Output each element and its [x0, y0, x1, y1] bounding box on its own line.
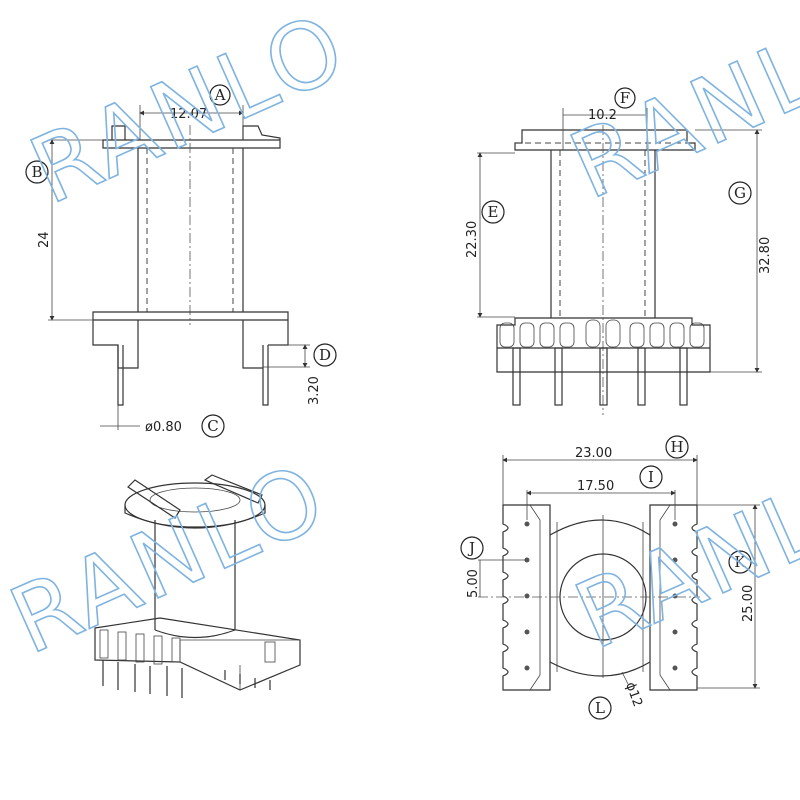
side-view: 10.2 F 22.30 E 32.80 G [465, 87, 773, 415]
label-g: G [734, 184, 746, 202]
isometric-view [94, 474, 301, 698]
watermarks: RANLO RANLO RANLO RANLO [0, 0, 800, 676]
dim-j-value: 5.00 [466, 569, 481, 598]
dim-h-value: 23.00 [575, 446, 612, 461]
label-d: D [319, 346, 331, 364]
label-l: L [595, 699, 605, 717]
label-j: J [467, 539, 475, 557]
dim-d-value: 3.20 [307, 376, 322, 405]
dim-g-value: 32.80 [758, 237, 773, 274]
dim-e-value: 22.30 [465, 221, 480, 258]
label-k: K [734, 553, 746, 571]
label-b: B [31, 163, 42, 181]
dim-c-value: ø0.80 [145, 420, 182, 435]
label-f: F [620, 89, 630, 107]
dim-l-value: ϕ12 [622, 680, 645, 709]
bottom-view: 23.00 H 17.50 I 5.00 J 25.00 K ϕ12 L [460, 435, 760, 720]
label-c: C [207, 417, 218, 435]
dim-i-value: 17.50 [577, 479, 614, 494]
front-view: 12.07 A 24 B 3.20 D ø0.80 C [25, 84, 337, 438]
dim-f-value: 10.2 [588, 108, 617, 123]
dim-k-value: 25.00 [741, 585, 756, 622]
label-i: I [648, 468, 654, 486]
dim-b-value: 24 [37, 231, 52, 248]
watermark-logo: RANLO [15, 0, 362, 225]
label-a: A [214, 86, 226, 104]
label-h: H [670, 438, 683, 456]
watermark-logo: RANLO [555, 0, 800, 220]
label-e: E [488, 203, 499, 221]
watermark-logo: RANLO [560, 437, 800, 670]
dim-a-value: 12.07 [170, 107, 207, 122]
